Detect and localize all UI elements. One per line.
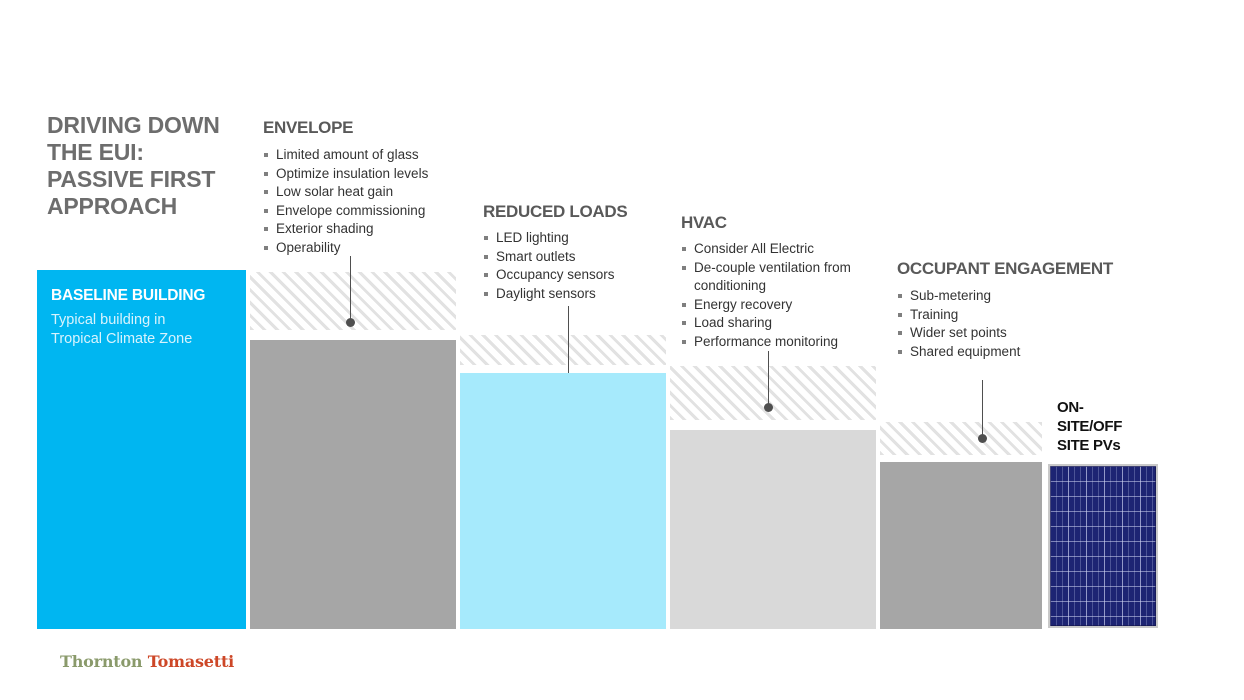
- bullet-text: Occupancy sensors: [496, 267, 615, 282]
- bullet-text: De-couple ventilation from conditioning: [694, 259, 851, 294]
- bar-baseline-building: BASELINE BUILDING Typical building in Tr…: [37, 270, 246, 629]
- bullet-square-icon: [898, 294, 902, 298]
- bullet-item: De-couple ventilation from conditioning: [681, 259, 857, 296]
- bullet-square-icon: [484, 291, 488, 296]
- bullet-text: Smart outlets: [496, 248, 576, 264]
- connector-line-reduced-loads: [564, 306, 573, 386]
- logo-tomasetti-text: Tomasetti: [147, 652, 235, 671]
- bar-envelope: [250, 340, 456, 629]
- bullet-item: Occupancy sensors: [483, 266, 653, 285]
- bullet-square-icon: [264, 245, 268, 250]
- column-heading-occupant-engagement: OCCUPANT ENGAGEMENT: [897, 259, 1113, 278]
- bullet-item: Smart outlets: [483, 248, 653, 267]
- bullet-item: Sub-metering: [897, 287, 1077, 306]
- baseline-building-label: BASELINE BUILDING: [51, 287, 206, 304]
- bullet-item: Consider All Electric: [681, 240, 857, 259]
- bullet-square-icon: [264, 208, 268, 213]
- bullet-square-icon: [264, 190, 268, 194]
- connector-dot-icon: [764, 402, 773, 412]
- bullet-text: Training: [910, 306, 959, 322]
- bullet-item: Energy recovery: [681, 296, 857, 315]
- logo-thornton-text: Thornton: [60, 652, 143, 671]
- bullet-square-icon: [264, 171, 268, 176]
- bullet-text: Performance monitoring: [694, 333, 839, 349]
- bullet-item: Wider set points: [897, 324, 1077, 343]
- bullet-item: Operability: [263, 239, 451, 258]
- bullet-text: Shared equipment: [910, 343, 1021, 359]
- bullet-text: Limited amount of glass: [276, 147, 419, 162]
- bullet-item: Limited amount of glass: [263, 146, 451, 165]
- bullet-text: Exterior shading: [276, 221, 374, 236]
- bullet-text: Energy recovery: [694, 296, 793, 312]
- column-heading-hvac: HVAC: [681, 213, 727, 232]
- column-heading-reduced-loads: REDUCED LOADS: [483, 202, 628, 221]
- bullet-text: Daylight sensors: [496, 285, 596, 301]
- baseline-building-sublabel: Typical building in Tropical Climate Zon…: [51, 312, 193, 347]
- bullet-square-icon: [682, 265, 686, 270]
- bullet-text: LED lighting: [496, 230, 569, 245]
- thornton-tomasetti-logo: Thornton Tomasetti: [60, 652, 234, 671]
- bullet-item: Training: [897, 306, 1077, 325]
- bullet-text: Consider All Electric: [694, 241, 815, 256]
- bullet-item: LED lighting: [483, 229, 653, 248]
- reduction-hatch-occupant-engagement: [880, 422, 1042, 455]
- bullet-item: Envelope commissioning: [263, 202, 451, 221]
- column-heading-envelope: ENVELOPE: [263, 118, 354, 137]
- bullet-text: Envelope commissioning: [276, 202, 426, 218]
- bullet-text: Wider set points: [910, 325, 1007, 340]
- bullet-text: Operability: [276, 239, 341, 255]
- bullet-square-icon: [484, 254, 488, 259]
- bullet-square-icon: [898, 312, 902, 317]
- bullet-item: Shared equipment: [897, 343, 1077, 362]
- bullet-square-icon: [682, 302, 686, 307]
- bullet-item: Low solar heat gain: [263, 183, 451, 202]
- connector-line-envelope: [346, 256, 355, 327]
- connector-dot-icon: [346, 317, 355, 327]
- bullet-item: Optimize insulation levels: [263, 165, 451, 184]
- bullet-square-icon: [898, 349, 902, 354]
- bullet-item: Performance monitoring: [681, 333, 857, 352]
- bullet-text: Low solar heat gain: [276, 184, 394, 199]
- reduction-hatch-reduced-loads: [460, 335, 666, 365]
- column-heading-on-site-pvs: ON-SITE/OFF SITE PVs: [1057, 399, 1123, 454]
- bullet-square-icon: [484, 236, 488, 240]
- bar-reduced-loads: [460, 373, 666, 629]
- bullet-item: Load sharing: [681, 314, 857, 333]
- bullet-text: Sub-metering: [910, 288, 992, 303]
- bullet-text: Optimize insulation levels: [276, 165, 429, 181]
- reduction-hatch-hvac: [670, 366, 876, 420]
- bullet-item: Daylight sensors: [483, 285, 653, 304]
- page-title: DRIVING DOWN THE EUI: PASSIVE FIRST APPR…: [47, 112, 220, 219]
- solar-pv-panel-image: [1048, 464, 1158, 628]
- bar-occupant-engagement: [880, 462, 1042, 629]
- bullet-square-icon: [484, 273, 488, 277]
- bullet-square-icon: [898, 331, 902, 335]
- bullet-item: Exterior shading: [263, 220, 451, 239]
- bullet-square-icon: [264, 227, 268, 231]
- bar-hvac: [670, 430, 876, 629]
- bullet-square-icon: [682, 339, 686, 344]
- connector-dot-icon: [978, 433, 987, 443]
- connector-line-hvac: [764, 351, 773, 412]
- connector-line-occupant-engagement: [978, 380, 987, 443]
- bullet-text: Load sharing: [694, 315, 773, 330]
- bullet-square-icon: [682, 321, 686, 325]
- bullet-square-icon: [682, 247, 686, 251]
- bullet-square-icon: [264, 153, 268, 157]
